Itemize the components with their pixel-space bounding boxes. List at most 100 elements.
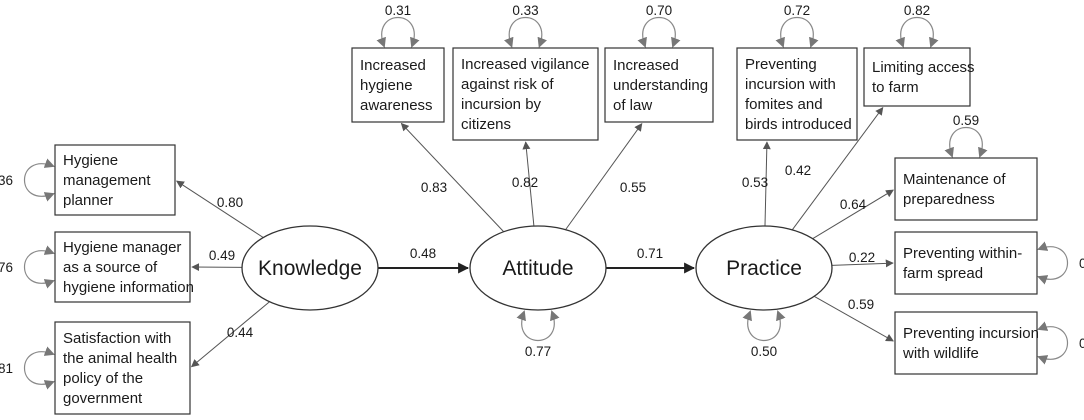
indicator-a3-line: Increased [613,57,679,74]
indicator-a1-line: awareness [360,97,433,114]
indicator-k2-line: as a source of [63,259,158,276]
indicator-k3-line: policy of the [63,370,143,387]
indicator-a3-residual-value: 0.70 [646,3,672,18]
arrow-layer [23,16,1069,390]
loading-p2-coef: 0.42 [785,163,811,178]
indicator-k1-residual-value: 0.36 [0,173,13,188]
loading-p2-arrow [791,106,884,231]
loading-p3-arrow [812,189,894,240]
indicator-k3-residual-value: 0.81 [0,361,13,376]
indicator-a2-line: incursion by [461,96,542,113]
indicator-p2-line: to farm [872,79,919,96]
indicator-k1-residual-loop [23,158,55,202]
indicator-p1-residual-loop [775,16,819,48]
loading-a1-arrow [400,122,505,233]
loading-p1-arrow [762,141,771,227]
latent-practice-label: Practice [726,257,802,280]
latent-attitude-label: Attitude [502,257,573,280]
indicator-a1-residual-value: 0.31 [385,3,411,18]
indicator-p5-line: Preventing incursion [903,325,1039,342]
loading-p3-coef: 0.64 [840,197,867,212]
indicator-a2-residual-loop [504,16,547,48]
indicator-p5-box [894,311,1038,375]
indicator-k2-residual-value: 0.76 [0,260,13,275]
loading-p1-coef: 0.53 [742,175,768,190]
loading-k3-arrow [190,301,270,368]
indicator-a1-box [351,47,445,123]
latent-attitude-residual-value: 0.77 [525,344,551,359]
indicator-p1-line: Preventing [745,56,817,73]
indicator-p4-residual-value: 0.95 [1079,256,1084,271]
shape-layer [54,47,1038,415]
indicator-p2-line: Limiting access [872,59,975,76]
indicator-p4-line: farm spread [903,265,983,282]
path-knowledge-attitude-coef: 0.48 [410,246,436,261]
indicator-p4-line: Preventing within- [903,245,1022,262]
loading-p4-arrow [831,259,894,268]
loading-a2-coef: 0.82 [512,175,538,190]
latent-knowledge-label: Knowledge [258,257,362,280]
loading-k2-coef: 0.49 [209,248,235,263]
indicator-p2-box [863,47,971,107]
path-attitude-practice-coef: 0.71 [637,246,663,261]
latent-practice [695,225,833,311]
indicator-k1-line: management [63,172,151,189]
indicator-p5-residual-value: 0.65 [1079,336,1084,351]
indicator-p1-line: birds introduced [745,116,852,133]
indicator-a2-residual-value: 0.33 [512,3,538,18]
indicator-a2-line: against risk of [461,76,554,93]
latent-practice-residual-loop [742,310,786,342]
latent-attitude [469,225,607,311]
indicator-a2-line: citizens [461,116,511,133]
loading-a1-coef: 0.83 [421,180,447,195]
indicator-k1-line: planner [63,192,113,209]
indicator-a1-line: hygiene [360,77,413,94]
loading-a2-arrow [522,141,535,227]
latent-attitude-residual-loop [516,310,560,342]
indicator-p1-line: incursion with [745,76,836,93]
indicator-a2-box [452,47,599,141]
indicator-a2-line: Increased vigilance [461,56,589,73]
indicator-k2-residual-loop [23,245,55,289]
text-layer: Knowledge Attitude 0.77 Practice 0.50 0.48 0.7… [0,3,1084,407]
indicator-p5-line: with wildlife [902,345,979,362]
indicator-p2-residual-loop [895,16,939,48]
indicator-k3-line: Satisfaction with [63,330,171,347]
indicator-p1-box [736,47,858,141]
indicator-k3-box [54,321,191,415]
indicator-p3-residual-loop [944,126,988,158]
indicator-k3-line: government [63,390,143,407]
latent-practice-residual-value: 0.50 [751,344,777,359]
indicator-k1-line: Hygiene [63,152,118,169]
indicator-a1-line: Increased [360,57,426,74]
loading-p5-coef: 0.59 [848,297,874,312]
indicator-k3-line: the animal health [63,350,177,367]
indicator-p3-box [894,157,1038,221]
indicator-p3-line: Maintenance of [903,171,1006,188]
loading-p4-coef: 0.22 [849,250,875,265]
indicator-k2-line: Hygiene manager [63,239,181,256]
indicator-p4-box [894,231,1038,295]
indicator-k2-box [54,231,191,303]
loading-k1-arrow [176,180,264,238]
loading-a3-coef: 0.55 [620,180,646,195]
loading-k1-coef: 0.80 [217,195,243,210]
indicator-a3-box [604,47,714,123]
indicator-k1-box [54,144,176,216]
indicator-p1-residual-value: 0.72 [784,3,810,18]
latent-knowledge [241,225,379,311]
indicator-a3-line: understanding [613,77,708,94]
loading-a3-arrow [565,122,643,230]
indicator-p3-line: preparedness [903,191,995,208]
indicator-a1-residual-loop [376,16,420,48]
loading-p5-arrow [813,295,894,342]
indicator-p1-line: fomites and [745,96,823,113]
indicator-a3-line: of law [613,97,652,114]
indicator-p5-residual-loop [1037,321,1069,365]
indicator-a3-residual-loop [637,16,681,48]
indicator-p3-residual-value: 0.59 [953,113,979,128]
indicator-p4-residual-loop [1037,241,1069,285]
indicator-k2-line: hygiene information [63,279,194,296]
indicator-k3-residual-loop [23,346,55,390]
